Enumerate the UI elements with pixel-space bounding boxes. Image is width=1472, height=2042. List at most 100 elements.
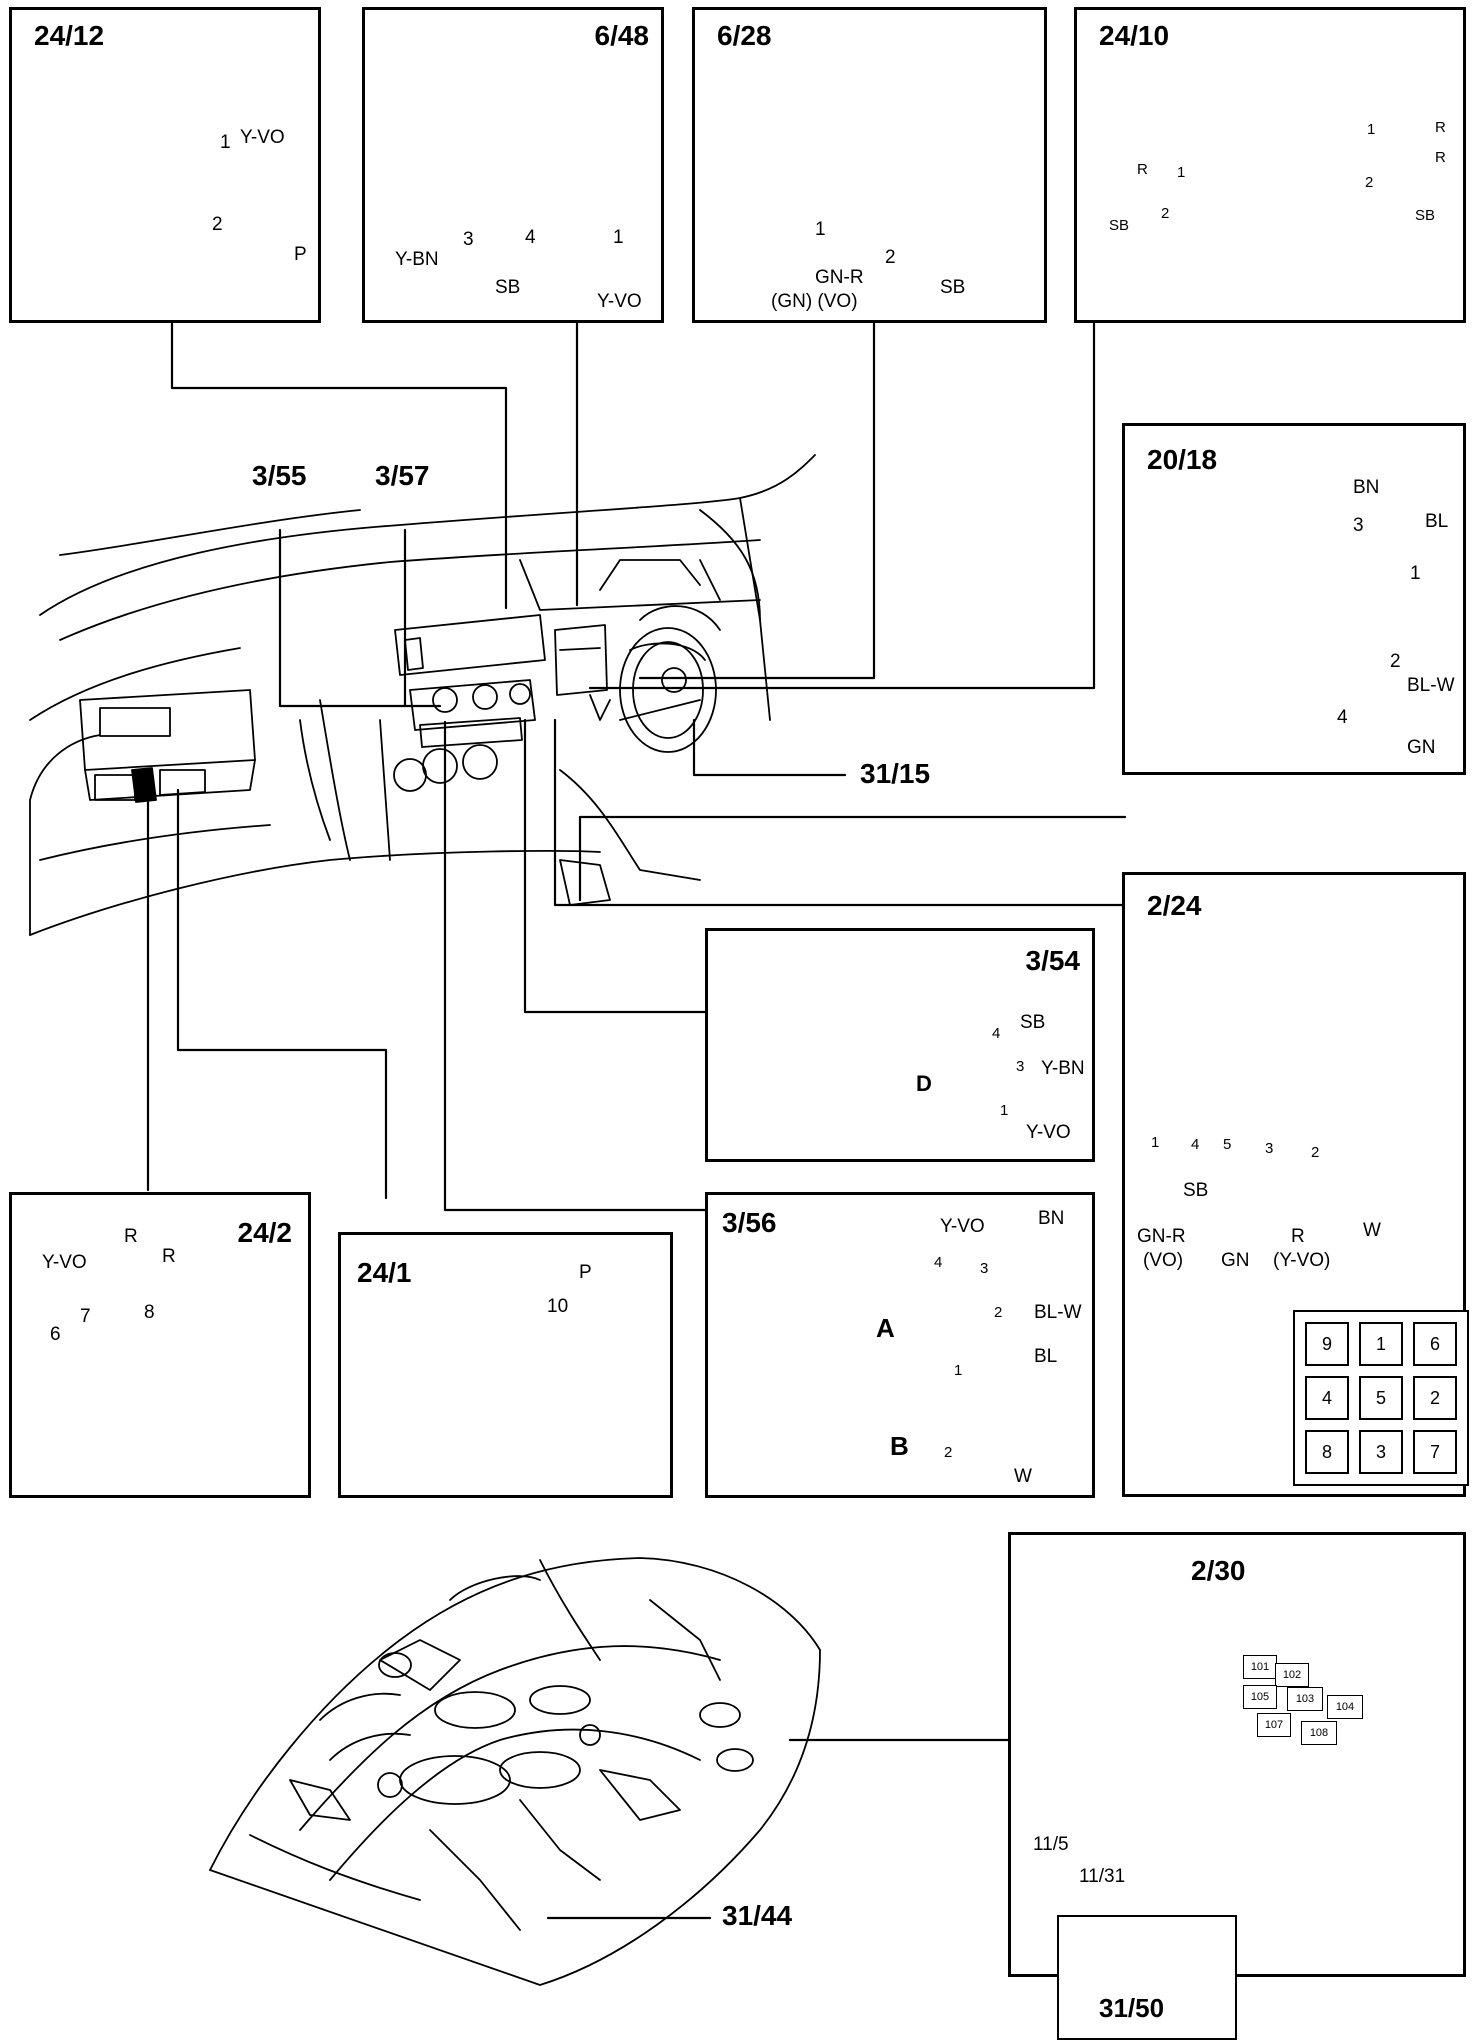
wire-color-label: Y-VO: [597, 291, 642, 312]
pin-label: 3: [1353, 515, 1364, 536]
component-box-2-30[interactable]: 2/30 101 102 105 103 104 107 108 11/5 11…: [1008, 1532, 1466, 2040]
wire-color-label: GN-R: [815, 267, 864, 288]
wire-color-label: SB: [1109, 217, 1130, 234]
component-box-3-54[interactable]: 3/54 D SB 4 3 Y-BN 1 Y-VO: [705, 928, 1095, 1162]
component-box-31-50[interactable]: 31/50: [1057, 1915, 1237, 2040]
wire-color-label: BL-W: [1034, 1302, 1082, 1323]
component-box-6-28[interactable]: 6/28 1 2 GN-R (GN) (VO) SB: [692, 7, 1047, 323]
component-box-24-12[interactable]: 24/12 1 Y-VO 2 P: [9, 7, 321, 323]
wire-color-label: BL-W: [1407, 675, 1455, 696]
wire-color-label: R: [162, 1246, 176, 1267]
pin-cell: 9: [1305, 1322, 1349, 1366]
wire-color-label: GN-R: [1137, 1226, 1186, 1247]
leader-24-10: [588, 320, 1096, 690]
box-title: 3/56: [722, 1207, 777, 1238]
leader-20-18: [578, 815, 1127, 902]
wire-color-label: SB: [1415, 207, 1436, 224]
pin-cell: 4: [1305, 1376, 1349, 1420]
pin-label: 1: [1151, 1134, 1160, 1151]
fuse-105: 105: [1243, 1685, 1277, 1709]
pin-cell: 7: [1413, 1430, 1457, 1474]
component-box-6-48[interactable]: 6/48 3 Y-BN 4 SB 1 Y-VO: [362, 7, 664, 323]
wire-color-label: BN: [1353, 477, 1380, 498]
fuse-102: 102: [1275, 1663, 1309, 1687]
wire-color-label: SB: [495, 277, 521, 298]
leader-24-12: [170, 320, 508, 610]
leader-24-1: [176, 788, 388, 1200]
box-title: 24/10: [1099, 20, 1170, 51]
pin-label: 3: [1265, 1140, 1274, 1157]
pin-label: 5: [1223, 1136, 1232, 1153]
box-title: 31/50: [1099, 1993, 1165, 2023]
fuse-107: 107: [1257, 1713, 1291, 1737]
pin-label: 1: [1000, 1102, 1009, 1119]
component-box-24-2[interactable]: 24/2 R Y-VO R 7 8 6: [9, 1192, 311, 1498]
pin-label: 3: [980, 1260, 989, 1277]
wire-color-label: P: [579, 1262, 592, 1283]
pin-cell: 1: [1359, 1322, 1403, 1366]
pin-label: 1: [1410, 563, 1421, 584]
pin-cell: 3: [1359, 1430, 1403, 1474]
wire-color-label: (VO): [1143, 1250, 1184, 1271]
wire-color-label: BL: [1034, 1346, 1058, 1367]
wire-color-label: R: [1291, 1226, 1305, 1247]
pin-label: 2: [212, 214, 223, 235]
pin-layout-grid: 9 1 6 4 5 2 8 3 7: [1293, 1310, 1469, 1486]
fuse-104: 104: [1327, 1695, 1363, 1719]
box-title: 2/24: [1147, 890, 1202, 921]
ref-label-3-57: 3/57: [375, 460, 430, 491]
pin-label: 3: [1016, 1058, 1025, 1075]
component-box-24-10[interactable]: 24/10 R 1 R 1 R 2 SB 2 SB: [1074, 7, 1466, 323]
fuse-101: 101: [1243, 1655, 1277, 1679]
connector-letter: A: [876, 1313, 895, 1343]
ref-label-3-55: 3/55: [252, 460, 307, 491]
pin-label: 2: [944, 1444, 953, 1461]
fuse-103: 103: [1287, 1687, 1323, 1711]
wire-color-label: Y-BN: [1041, 1058, 1085, 1079]
box-title: 3/54: [1025, 945, 1081, 976]
wire-color-label: Y-VO: [1026, 1122, 1071, 1143]
pin-label: 2: [1161, 205, 1170, 222]
wire-color-label: BL: [1425, 511, 1449, 532]
pin-label: 2: [1311, 1144, 1320, 1161]
leader-6-28: [638, 320, 876, 680]
box-title: 24/2: [237, 1217, 293, 1248]
wire-color-label: SB: [940, 277, 966, 298]
dashboard-sketch: [29, 454, 816, 936]
wire-color-label: Y-VO: [240, 127, 285, 148]
wire-color-label: SB: [1020, 1012, 1046, 1033]
pin-label: 8: [144, 1302, 155, 1323]
component-box-3-56[interactable]: 3/56 Y-VO BN 4 3 2 BL-W BL 1 2 W A B: [705, 1192, 1095, 1498]
pin-cell: 2: [1413, 1376, 1457, 1420]
pin-label: 1: [954, 1362, 963, 1379]
connector-ref-label: 11/31: [1079, 1866, 1126, 1887]
connector-letter: B: [890, 1431, 909, 1461]
wire-color-label: W: [1014, 1466, 1032, 1487]
component-box-20-18[interactable]: 20/18 BN 3 BL 1 2 BL-W 4 GN: [1122, 423, 1466, 775]
wire-color-label: BN: [1038, 1208, 1065, 1229]
wire-color-label: Y-VO: [940, 1216, 985, 1237]
pin-label: 1: [815, 219, 826, 240]
wire-color-label: (GN) (VO): [771, 291, 858, 312]
leader-3-56: [443, 720, 710, 1212]
pin-label: 2: [1390, 651, 1401, 672]
wire-color-label: SB: [1183, 1180, 1209, 1201]
leader-31-15: [692, 718, 847, 777]
pin-cell: 5: [1359, 1376, 1403, 1420]
component-box-24-1[interactable]: 24/1 P 10: [338, 1232, 673, 1498]
ref-label-31-44: 31/44: [722, 1900, 793, 1931]
pin-label: 4: [992, 1025, 1001, 1042]
component-box-2-24[interactable]: 2/24 1 4 5 3 2 SB GN-R (VO) GN R (Y-VO) …: [1122, 872, 1469, 1497]
wire-color-label: GN: [1221, 1250, 1250, 1271]
engine-bay-sketch: [209, 1557, 821, 1986]
wire-color-label: P: [294, 244, 307, 265]
pin-label: 4: [525, 227, 536, 248]
pin-label: 7: [80, 1306, 91, 1327]
fuse-108: 108: [1301, 1721, 1337, 1745]
pin-label: 10: [547, 1296, 569, 1317]
box-title: 2/30: [1191, 1555, 1246, 1586]
pin-label: 4: [1191, 1136, 1200, 1153]
leader-3-55: [278, 528, 442, 708]
box-title: 24/12: [34, 20, 105, 51]
box-title: 20/18: [1147, 444, 1218, 475]
